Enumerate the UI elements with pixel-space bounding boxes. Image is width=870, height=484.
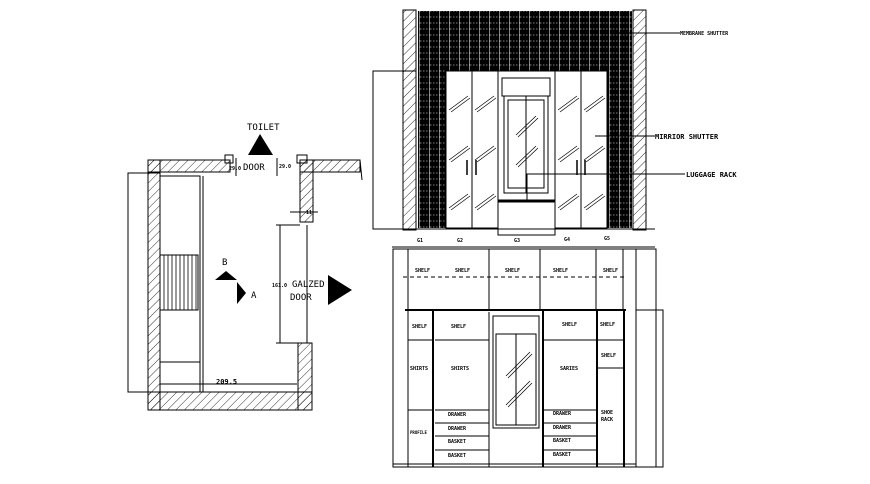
section-a-arrow-icon: [237, 282, 246, 304]
front-elevation: MEMBRANE SHUTTER MIRRIOR SHUTTER LUGGAGE…: [372, 9, 737, 248]
internal-labels: SHELF SHELF SHELF SHELF SHELF SHELF SHIR…: [410, 268, 618, 459]
membrane-shutter-label: MEMBRANE SHUTTER: [680, 31, 729, 37]
shelf-label: SHELF: [601, 353, 616, 359]
door-dim-right: 29.0: [279, 164, 291, 170]
wardrobe-plan: [159, 175, 204, 393]
toilet-label: TOILET: [247, 123, 280, 133]
glazed-door-arrow-icon: [328, 275, 352, 305]
grid-label: G4: [564, 237, 570, 243]
shelf-label: SHELF: [562, 322, 577, 328]
jamb-dimension: 11: [306, 210, 312, 216]
grid-label: G1: [417, 238, 423, 244]
basket-label: BASKET: [448, 453, 466, 459]
grid-label: G2: [457, 238, 463, 244]
floor-plan: 209.5 161.0 29.0 29.0 11 DOOR TOILET GAL…: [127, 123, 363, 411]
drawer-label: DRAWER: [448, 426, 467, 432]
shirts-label: SHIRTS: [410, 366, 428, 372]
section-b-label: B: [222, 258, 227, 268]
shoe-rack-label: SHOE: [601, 410, 613, 416]
shelf-label: SHELF: [603, 268, 618, 274]
toilet-arrow-icon: [248, 134, 273, 155]
door-dim-left: 29.0: [229, 166, 241, 172]
profile-label: PROFILE: [410, 430, 427, 435]
saries-label: SARIES: [560, 366, 578, 372]
drawer-label: DRAWER: [553, 411, 572, 417]
grid-labels: G1 G2 G3 G4 G5: [417, 236, 610, 244]
section-marker: B A: [215, 258, 257, 304]
membrane-shutter-panel: [418, 11, 632, 71]
shelf-label: SHELF: [505, 268, 520, 274]
glazed-door-dimension: 161.0: [272, 283, 287, 289]
door-label: DOOR: [243, 163, 265, 173]
basket-label: BASKET: [553, 438, 571, 444]
shelf-label: SHELF: [553, 268, 568, 274]
plan-dimensions: 209.5 161.0 29.0 29.0 11: [127, 158, 318, 393]
shoe-rack-label: RACK: [601, 417, 613, 423]
glazed-label-1: GALZED: [292, 280, 325, 290]
shelf-label: SHELF: [455, 268, 470, 274]
shelf-label: SHELF: [451, 324, 466, 330]
section-b-arrow-icon: [215, 271, 237, 280]
glazed-label-2: DOOR: [290, 293, 312, 303]
shelf-label: SHELF: [412, 324, 427, 330]
mirror-shutter-label: MIRRIOR SHUTTER: [655, 133, 719, 141]
internal-elevation: SHELF SHELF SHELF SHELF SHELF SHELF SHIR…: [392, 248, 664, 468]
basket-label: BASKET: [448, 439, 466, 445]
door-handles: [466, 160, 586, 175]
width-dimension: 209.5: [216, 378, 237, 386]
shelf-label: SHELF: [600, 322, 615, 328]
shelf-label: SHELF: [415, 268, 430, 274]
drawer-label: DRAWER: [553, 425, 572, 431]
grid-label: G3: [514, 238, 520, 244]
grid-label: G5: [604, 236, 610, 242]
glass-reflection-marks: [448, 95, 606, 211]
luggage-rack-label: LUGGAGE RACK: [686, 171, 737, 179]
drawer-label: DRAWER: [448, 412, 467, 418]
section-a-label: A: [251, 291, 257, 301]
shirts-label: SHIRTS: [451, 366, 469, 372]
basket-label: BASKET: [553, 452, 571, 458]
